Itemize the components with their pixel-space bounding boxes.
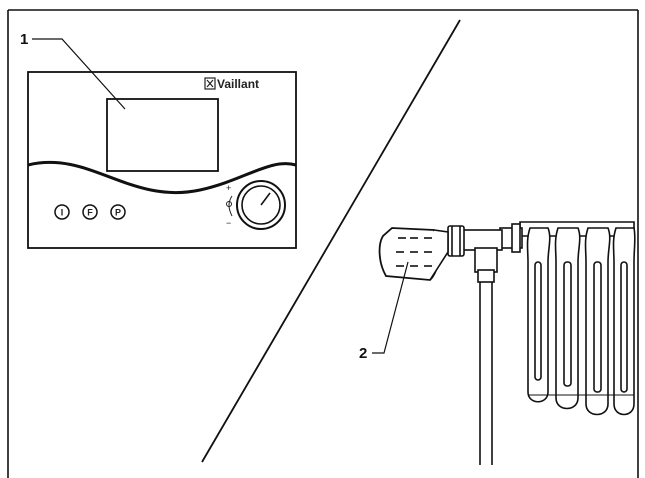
scene-divider xyxy=(201,19,461,463)
button-f: F xyxy=(82,204,98,220)
button-i: I xyxy=(54,204,70,220)
knob-minus-mark: − xyxy=(226,218,231,228)
callout-1: 1 xyxy=(20,31,126,110)
valve-nut xyxy=(447,225,465,257)
controller-wave xyxy=(27,160,297,195)
valve-body xyxy=(461,229,503,251)
thermostatic-head xyxy=(378,227,449,281)
brand-logo: Vaillant xyxy=(204,77,259,91)
valve-tee xyxy=(474,247,498,273)
brand-name: Vaillant xyxy=(217,77,259,91)
callout-1-label: 1 xyxy=(20,31,28,48)
knob-pointer xyxy=(260,192,271,206)
room-controller: Vaillant I F P + − xyxy=(27,71,297,249)
button-f-label: F xyxy=(87,208,93,218)
callout-2-leader xyxy=(372,261,409,354)
callout-1-leader xyxy=(32,38,126,110)
button-i-label: I xyxy=(61,208,64,218)
figure-frame xyxy=(7,9,639,478)
button-p-label: P xyxy=(115,208,121,218)
valve-assembly xyxy=(447,223,523,465)
callout-2: 2 xyxy=(359,261,409,362)
rotary-knob: + − xyxy=(226,180,286,230)
controller-display xyxy=(106,98,219,172)
thermostatic-grip-ribs xyxy=(396,237,432,267)
knob-plus-mark: + xyxy=(226,183,231,193)
callout-2-label: 2 xyxy=(359,345,367,362)
radiator xyxy=(519,221,636,416)
button-p: P xyxy=(110,204,126,220)
